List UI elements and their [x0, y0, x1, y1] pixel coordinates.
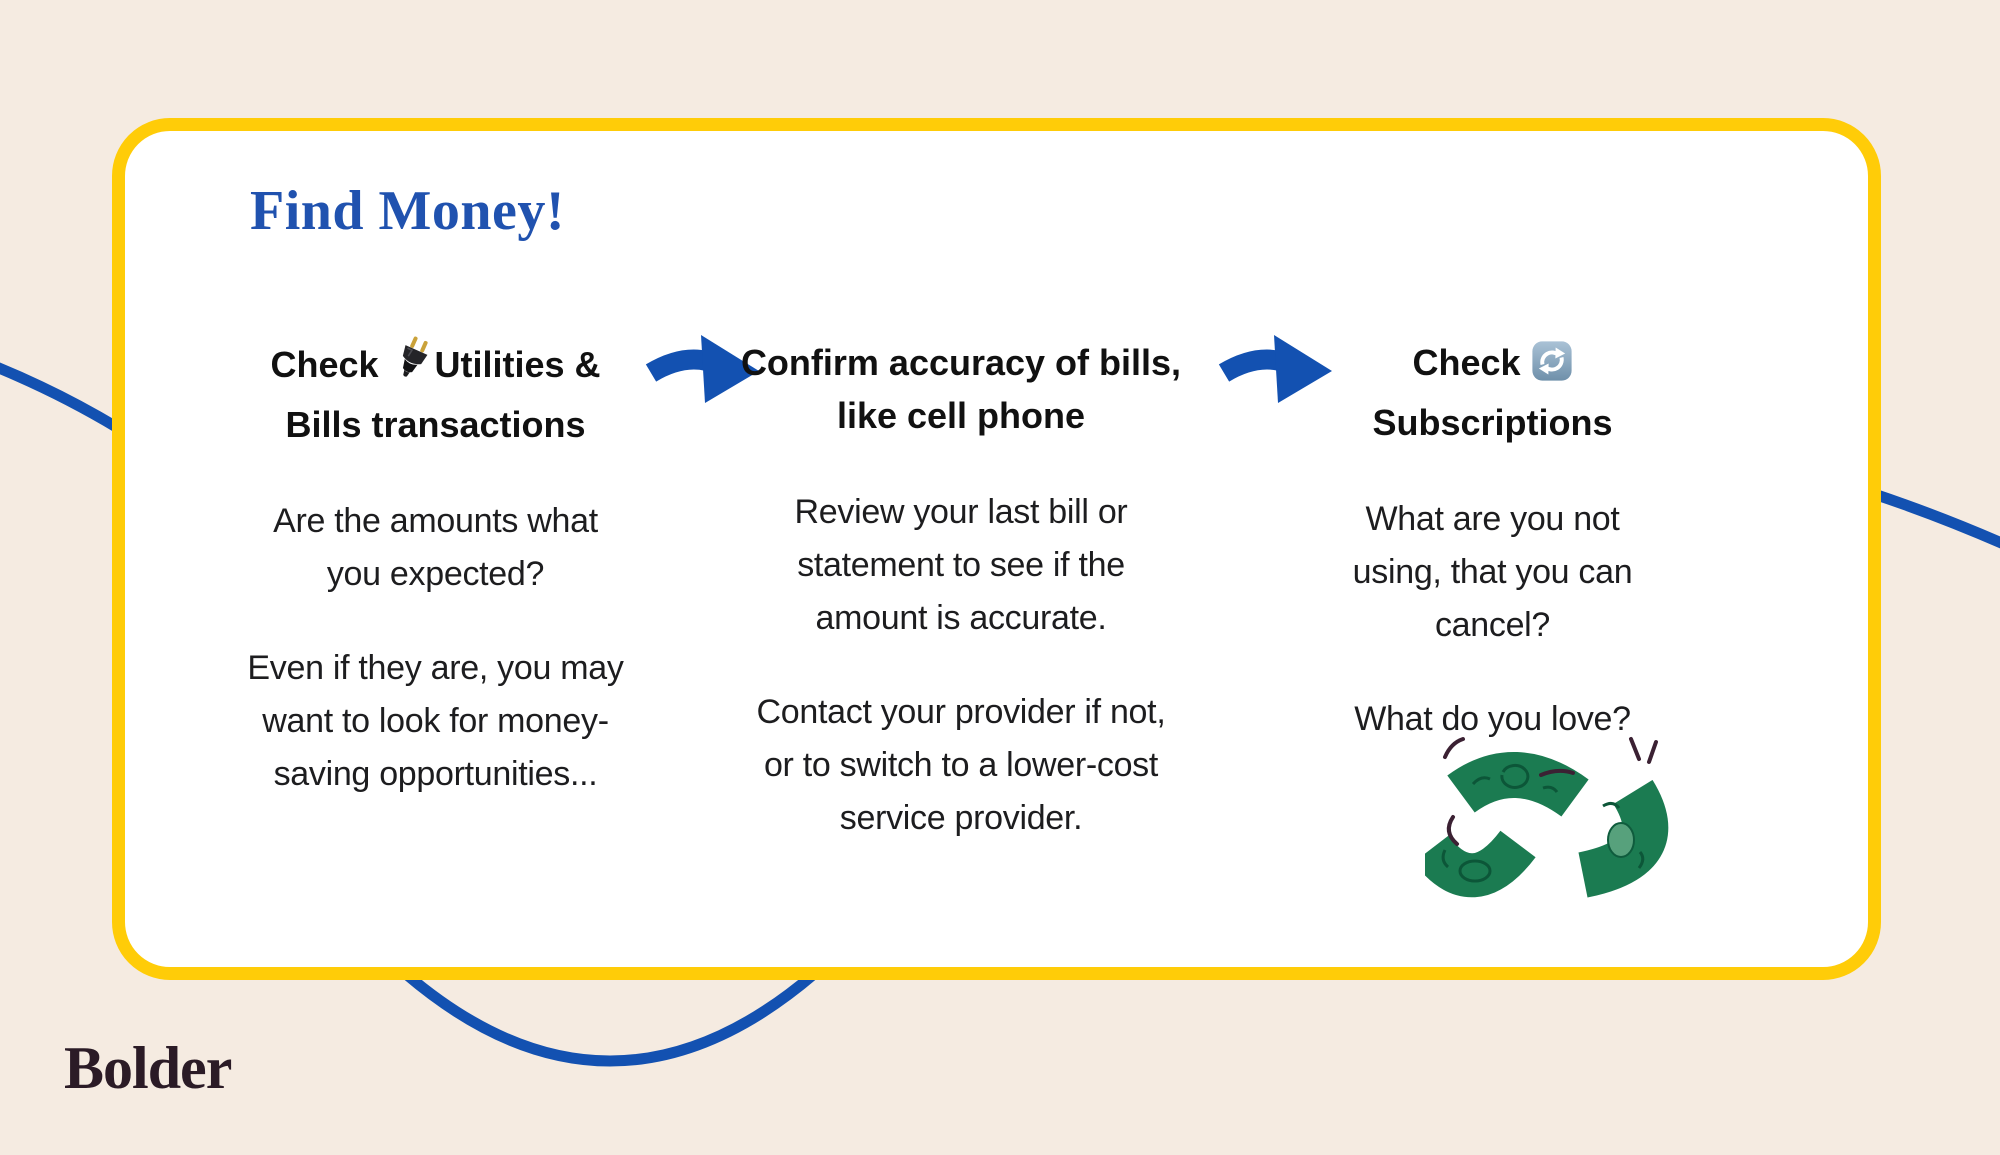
column-heading: Confirm accuracy of bills, like cell pho… — [740, 336, 1182, 442]
heading-text: Check — [1412, 342, 1531, 383]
heading-text: Check — [270, 344, 389, 385]
money-bills-illustration — [1425, 737, 1669, 898]
column-paragraph: What do you love? — [1354, 700, 1631, 738]
column-paragraph: Even if they are, you may want to look f… — [247, 649, 624, 793]
page-title: Find Money! — [250, 180, 566, 242]
column-paragraph: Contact your provider if not, or to swit… — [756, 693, 1166, 837]
heading-text: Subscriptions — [1372, 402, 1613, 443]
arrow-right-icon — [1218, 335, 1332, 403]
step-column-bills: Confirm accuracy of bills, like cell pho… — [740, 336, 1182, 886]
step-column-subscriptions: Check Subscriptions What are you not usi… — [1320, 336, 1665, 787]
arrow-right-icon — [645, 335, 759, 403]
column-paragraph: Review your last bill or statement to se… — [794, 493, 1128, 637]
column-paragraph: Are the amounts what you expected? — [273, 502, 598, 593]
step-column-utilities: Check Utilities & Bills transactions Are… — [243, 336, 628, 842]
bolder-logo: Bolder — [64, 1035, 232, 1101]
column-paragraph: What are you not using, that you can can… — [1352, 500, 1633, 644]
plug-icon — [389, 336, 435, 398]
heading-text: Confirm accuracy of bills, like cell pho… — [740, 342, 1182, 436]
repeat-icon — [1531, 340, 1573, 396]
find-money-card: Find Money! Check Utilities & Bills tran… — [112, 118, 1881, 980]
column-heading: Check Subscriptions — [1320, 336, 1665, 449]
heading-text: Utilities & Bills transactions — [285, 344, 601, 445]
column-heading: Check Utilities & Bills transactions — [243, 336, 628, 451]
